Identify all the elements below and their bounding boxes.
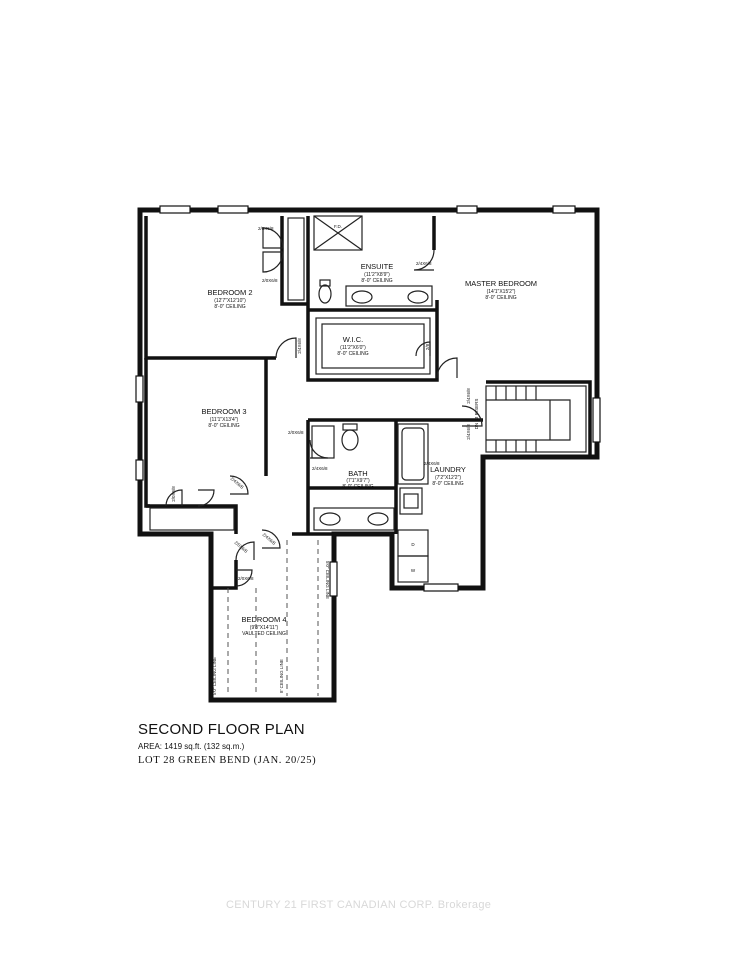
window — [592, 397, 601, 443]
svg-text:8'-0" CEILING: 8'-0" CEILING — [342, 484, 373, 490]
svg-text:BATH: BATH — [348, 469, 367, 478]
room-label-master: MASTER BEDROOM (14'1"X15'2") 8'-0" CEILI… — [465, 279, 537, 301]
svg-text:(9'8"X14'11"): (9'8"X14'11") — [250, 625, 279, 631]
ceiling-line-label: 5'0" CEILING LINE — [325, 561, 330, 599]
svg-text:2/0X6/8: 2/0X6/8 — [262, 278, 278, 283]
svg-text:(14'1"X15'2"): (14'1"X15'2") — [487, 289, 516, 295]
svg-text:(7'2"X12'2"): (7'2"X12'2") — [435, 475, 461, 481]
room-label-bedroom2: BEDROOM 2 (12'7"X12'10") 8'-0" CEILING — [207, 288, 252, 310]
svg-text:2/0X6/8: 2/0X6/8 — [288, 430, 304, 435]
svg-text:8'-0" CEILING: 8'-0" CEILING — [485, 295, 516, 301]
toilet — [341, 429, 359, 451]
svg-text:2/0X6/8: 2/0X6/8 — [258, 226, 274, 231]
washer-label: W — [411, 568, 416, 573]
room-label-laundry: LAUNDRY (7'2"X12'2") 8'-0" CEILING — [430, 465, 466, 487]
staircase: DN 13 RISERS — [474, 385, 587, 453]
window — [135, 375, 144, 403]
svg-text:(11'1"X13'4"): (11'1"X13'4") — [210, 417, 239, 423]
window — [423, 583, 459, 592]
svg-text:2/0X6/8: 2/0X6/8 — [238, 576, 254, 581]
stairs-label: DN 13 RISERS — [474, 399, 479, 430]
plan-area: AREA: 1419 sq.ft. (132 sq.m.) — [138, 742, 245, 751]
interior-walls — [144, 216, 592, 590]
ceiling-lines — [227, 540, 319, 696]
svg-text:2/4X6/8: 2/4X6/8 — [297, 338, 302, 354]
door-tags: 2/0X6/8 2/0X6/8 2/4X6/8 2/4X6/8 2/4X6/8 … — [171, 226, 471, 581]
svg-text:8'-0" CEILING: 8'-0" CEILING — [208, 423, 239, 429]
svg-text:BEDROOM 3: BEDROOM 3 — [201, 407, 246, 416]
bathtub — [397, 423, 429, 485]
window — [552, 205, 576, 214]
window — [217, 205, 249, 214]
svg-text:8'-0" CEILING: 8'-0" CEILING — [361, 278, 392, 284]
svg-text:(11'2"X6'0"): (11'2"X6'0") — [340, 345, 366, 351]
svg-text:MASTER BEDROOM: MASTER BEDROOM — [465, 279, 537, 288]
room-label-wic: W.I.C. (11'2"X6'0") 8'-0" CEILING — [337, 335, 368, 357]
wic-door-tag: 2/8 — [425, 343, 430, 350]
svg-text:BEDROOM 4: BEDROOM 4 — [241, 615, 286, 624]
svg-text:2/4X6/8: 2/4X6/8 — [416, 261, 432, 266]
svg-text:ENSUITE: ENSUITE — [361, 262, 394, 271]
svg-text:2/4X6/8: 2/4X6/8 — [466, 424, 471, 440]
plan-title: SECOND FLOOR PLAN — [138, 721, 305, 738]
ensuite-fixtures — [313, 215, 433, 307]
brokerage-watermark: CENTURY 21 FIRST CANADIAN CORP. Brokerag… — [226, 899, 492, 911]
washer — [397, 555, 429, 583]
closet — [287, 217, 305, 301]
closet — [149, 507, 235, 531]
room-label-bedroom3: BEDROOM 3 (11'1"X13'4") 8'-0" CEILING — [201, 407, 246, 429]
ceiling-line-label: 5'0" CEILING LINE — [212, 657, 217, 695]
svg-text:2/0X6/8: 2/0X6/8 — [171, 486, 176, 502]
window — [329, 561, 338, 597]
svg-text:2/4X6/8: 2/4X6/8 — [261, 532, 276, 546]
window — [456, 205, 478, 214]
svg-text:8'-0" CEILING: 8'-0" CEILING — [432, 481, 463, 487]
bath-fixtures — [311, 423, 429, 531]
sink — [407, 290, 429, 304]
ceiling-line-label: 8' CEILING LINE — [279, 659, 284, 693]
window — [159, 205, 191, 214]
svg-text:8'-0" CEILING: 8'-0" CEILING — [337, 351, 368, 357]
svg-text:LAUNDRY: LAUNDRY — [430, 465, 466, 474]
window — [135, 459, 144, 481]
svg-text:2/4X6/8: 2/4X6/8 — [466, 388, 471, 404]
lot-info: LOT 28 GREEN BEND (JAN. 20/25) — [138, 755, 317, 766]
room-label-bath: BATH (7'1"X9'7") 8'-0" CEILING — [342, 469, 373, 490]
svg-text:2/0X6/8: 2/0X6/8 — [233, 540, 248, 554]
sink — [367, 512, 389, 526]
shower-drain-label: F.D. — [334, 224, 342, 229]
sink — [319, 512, 341, 526]
svg-text:BEDROOM 2: BEDROOM 2 — [207, 288, 252, 297]
toilet — [318, 284, 332, 304]
svg-text:2/4X6/8: 2/4X6/8 — [424, 461, 440, 466]
room-label-bedroom4: BEDROOM 4 (9'8"X14'11") VAULTED CEILING — [241, 615, 286, 637]
svg-text:VAULTED CEILING: VAULTED CEILING — [242, 631, 286, 637]
svg-text:(11'2"X8'9"): (11'2"X8'9") — [364, 272, 390, 278]
laundry-fixtures: D W — [397, 487, 429, 583]
svg-text:W.I.C.: W.I.C. — [343, 335, 363, 344]
sink — [351, 290, 373, 304]
svg-text:2/4X6/8: 2/4X6/8 — [312, 466, 328, 471]
svg-text:8'-0" CEILING: 8'-0" CEILING — [214, 304, 245, 310]
svg-text:(7'1"X9'7"): (7'1"X9'7") — [346, 478, 370, 484]
room-label-ensuite: ENSUITE (11'2"X8'9") 8'-0" CEILING — [361, 262, 394, 284]
dryer-label: D — [411, 542, 415, 547]
closet-shelving — [315, 317, 431, 375]
svg-text:(12'7"X12'10"): (12'7"X12'10") — [214, 298, 246, 304]
laundry-sink — [399, 487, 423, 515]
shower — [313, 215, 363, 251]
